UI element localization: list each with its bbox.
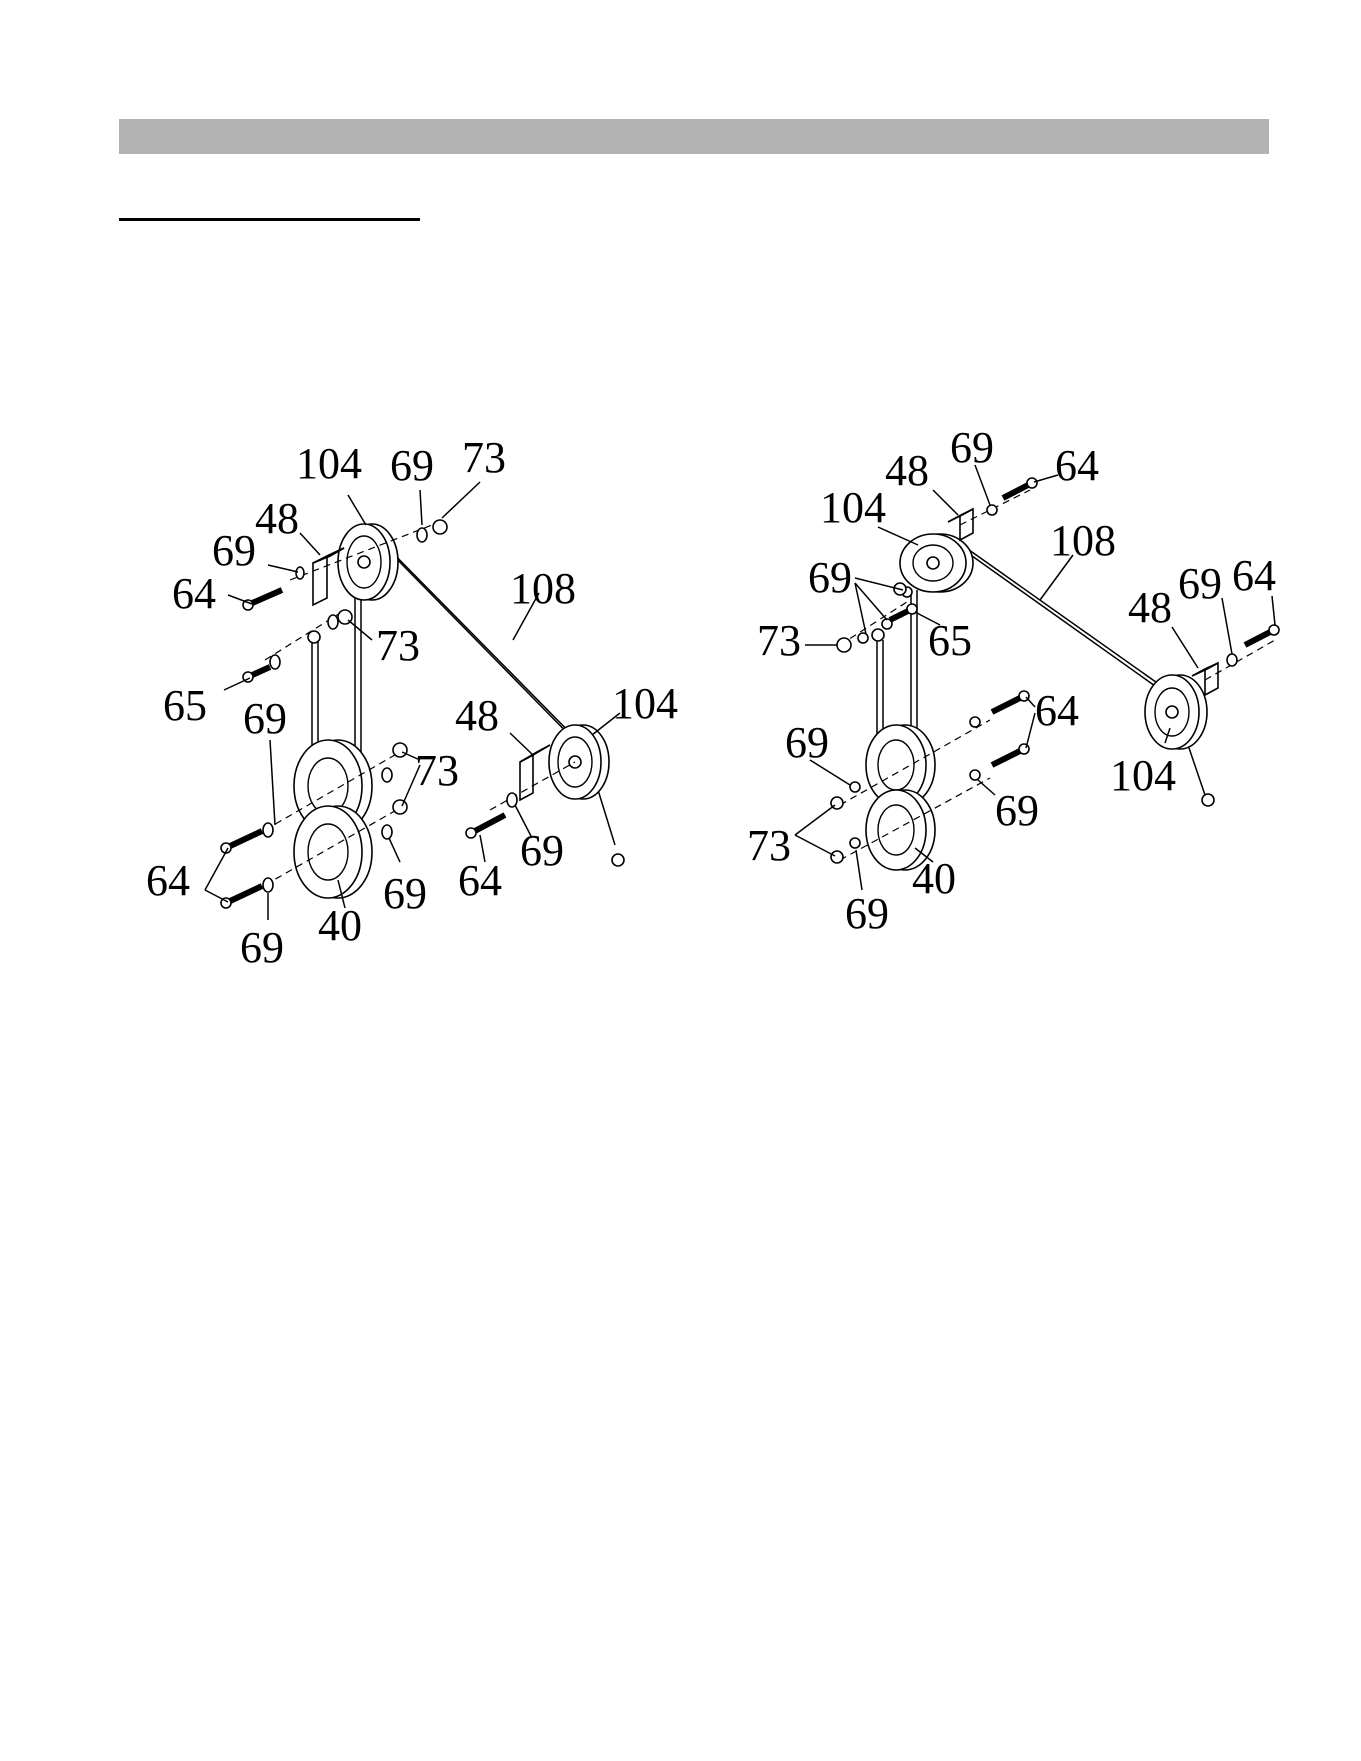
washer-69 bbox=[270, 655, 280, 669]
label-104: 104 bbox=[296, 439, 362, 488]
label-69: 69 bbox=[950, 423, 994, 472]
washer-69 bbox=[263, 878, 273, 892]
label-69: 69 bbox=[212, 526, 256, 575]
label-69: 69 bbox=[390, 441, 434, 490]
washer-69 bbox=[382, 825, 392, 839]
label-69: 69 bbox=[995, 786, 1039, 835]
label-104: 104 bbox=[820, 483, 886, 532]
label-69: 69 bbox=[383, 869, 427, 918]
bolt-64-right-mid bbox=[992, 691, 1029, 712]
washer-69 bbox=[382, 768, 392, 782]
label-48: 48 bbox=[255, 494, 299, 543]
washer-69 bbox=[417, 528, 427, 542]
label-69: 69 bbox=[243, 694, 287, 743]
bolt-64-left-low bbox=[221, 886, 262, 908]
bolt-64-right-low bbox=[992, 744, 1029, 765]
nut-73 bbox=[393, 800, 407, 814]
bolt-65-right bbox=[890, 604, 917, 620]
label-48: 48 bbox=[455, 691, 499, 740]
washer-69 bbox=[858, 633, 868, 643]
label-73: 73 bbox=[415, 746, 459, 795]
cable-end-ball bbox=[612, 854, 624, 866]
label-73: 73 bbox=[462, 433, 506, 482]
label-73: 73 bbox=[747, 821, 791, 870]
nut-73 bbox=[831, 851, 843, 863]
washer-69 bbox=[987, 505, 997, 515]
bolt-64-right-right bbox=[1245, 625, 1279, 645]
pulley-104-top-right bbox=[900, 534, 973, 592]
bolt-64-left-right bbox=[466, 815, 505, 838]
washer-69 bbox=[850, 782, 860, 792]
nut-73 bbox=[393, 743, 407, 757]
pulley-40-lower-left bbox=[294, 806, 372, 898]
bolt-64-left-top bbox=[243, 590, 282, 610]
cable-eyelet bbox=[872, 629, 884, 641]
right-diagram: 69 48 64 104 108 69 69 64 48 73 65 64 69… bbox=[747, 423, 1279, 938]
washer-69 bbox=[1227, 654, 1237, 666]
label-69: 69 bbox=[520, 826, 564, 875]
pulley-104-right-left bbox=[549, 725, 609, 799]
washer-69 bbox=[882, 619, 892, 629]
label-64: 64 bbox=[1035, 686, 1079, 735]
nut-73 bbox=[433, 520, 447, 534]
label-69: 69 bbox=[845, 889, 889, 938]
washer-69 bbox=[850, 838, 860, 848]
label-104: 104 bbox=[1110, 751, 1176, 800]
cable-eyelet bbox=[308, 631, 320, 643]
label-64: 64 bbox=[458, 856, 502, 905]
cable-end-ball bbox=[1202, 794, 1214, 806]
label-65: 65 bbox=[928, 616, 972, 665]
label-64: 64 bbox=[1055, 441, 1099, 490]
washer-69 bbox=[970, 770, 980, 780]
label-64: 64 bbox=[146, 856, 190, 905]
label-64: 64 bbox=[1232, 551, 1276, 600]
pulley-104-top-left bbox=[338, 524, 398, 600]
washer-69 bbox=[296, 567, 304, 579]
label-48: 48 bbox=[1128, 583, 1172, 632]
label-104: 104 bbox=[612, 679, 678, 728]
label-64: 64 bbox=[172, 569, 216, 618]
label-69: 69 bbox=[785, 718, 829, 767]
washer-69 bbox=[328, 615, 338, 629]
washer-69 bbox=[263, 823, 273, 837]
label-48: 48 bbox=[885, 446, 929, 495]
label-69: 69 bbox=[1178, 559, 1222, 608]
label-69: 69 bbox=[808, 553, 852, 602]
label-65: 65 bbox=[163, 681, 207, 730]
label-69: 69 bbox=[240, 923, 284, 972]
label-73: 73 bbox=[757, 616, 801, 665]
label-73: 73 bbox=[376, 621, 420, 670]
label-40: 40 bbox=[912, 854, 956, 903]
left-diagram: 104 69 73 48 69 64 73 108 65 69 48 104 7… bbox=[146, 433, 678, 972]
bolt-64-right-top bbox=[1003, 478, 1037, 498]
label-108: 108 bbox=[510, 564, 576, 613]
nut-73 bbox=[837, 638, 851, 652]
label-108: 108 bbox=[1050, 516, 1116, 565]
pulley-104-right-right bbox=[1145, 675, 1207, 749]
washer-69 bbox=[970, 717, 980, 727]
label-40: 40 bbox=[318, 901, 362, 950]
